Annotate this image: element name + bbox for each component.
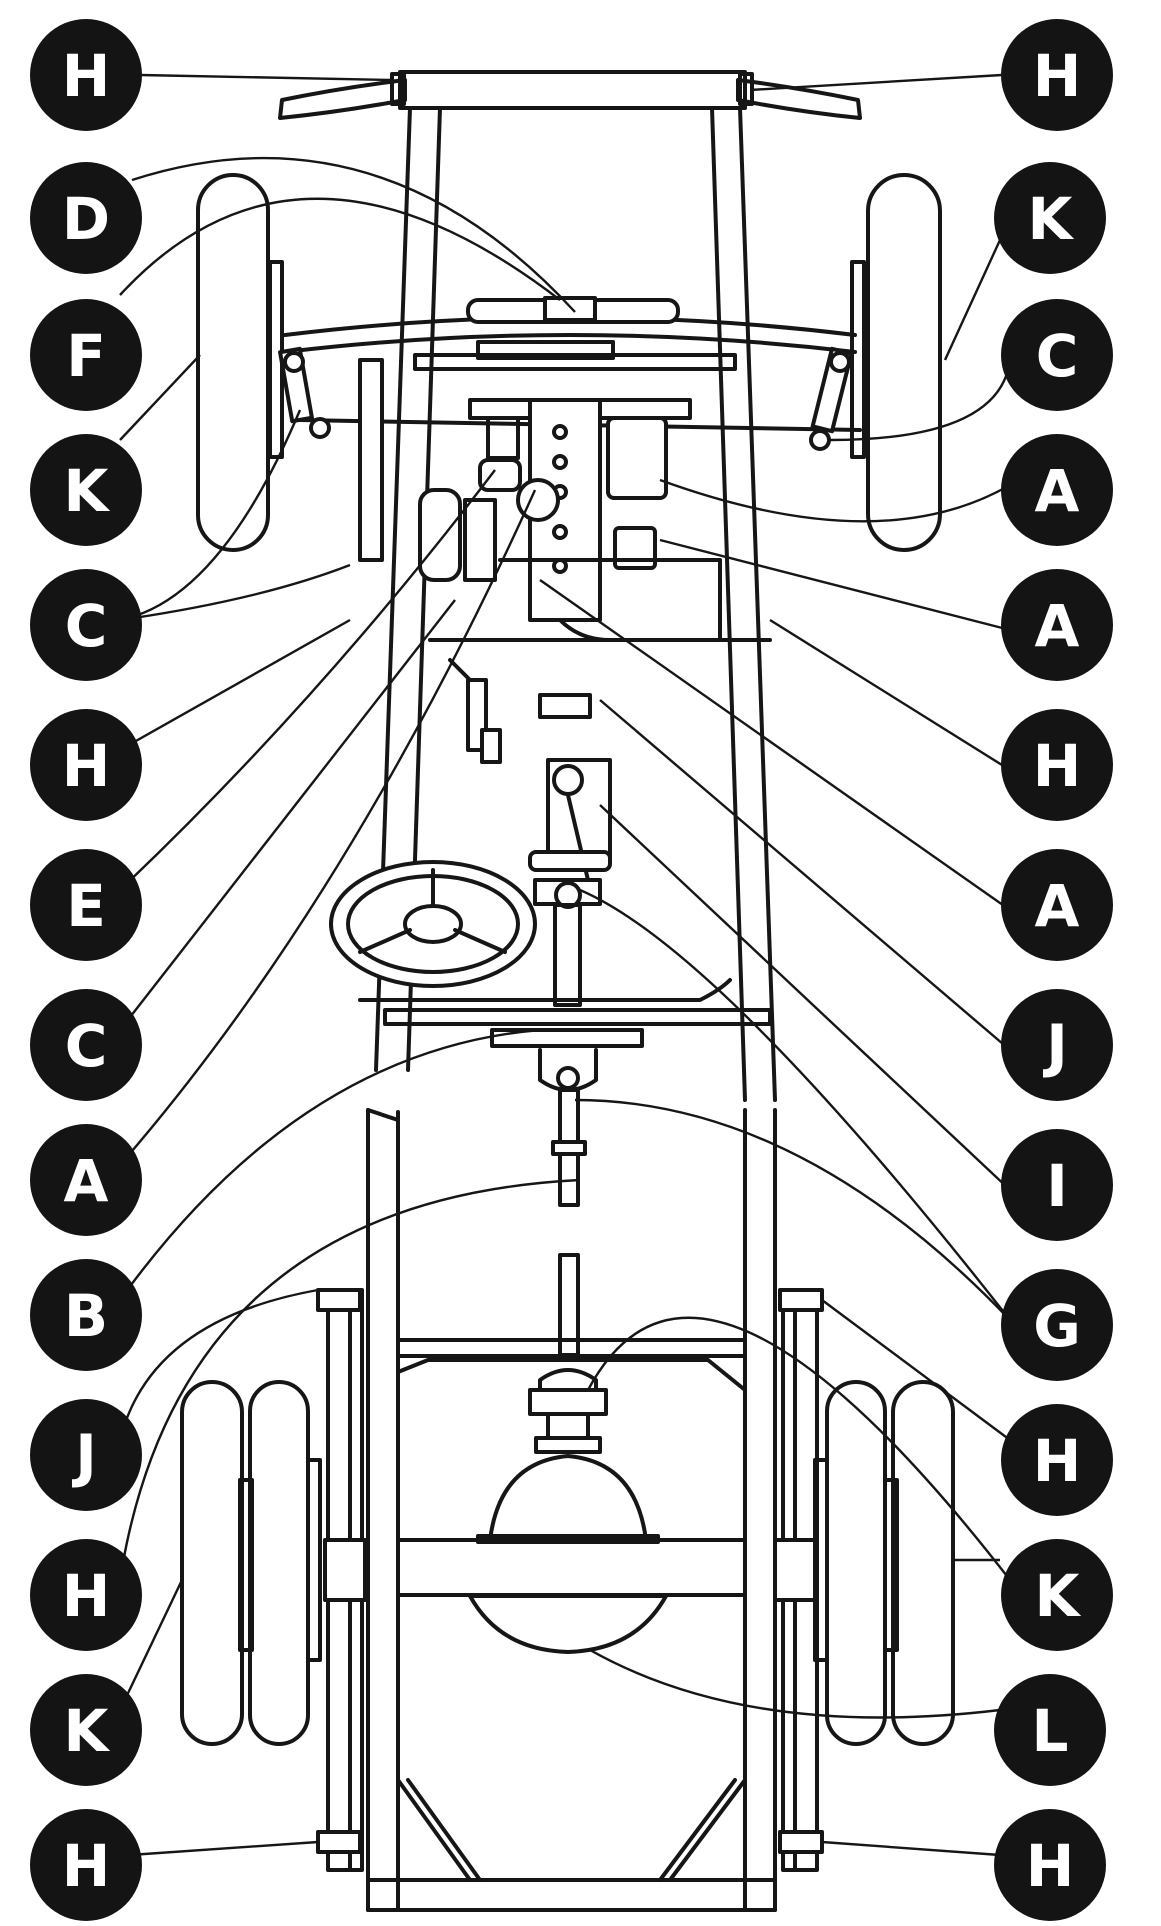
callout-left-8: C <box>30 989 142 1101</box>
callout-letter: A <box>64 1147 109 1215</box>
callout-right-8: J <box>1001 989 1113 1101</box>
callout-letter: H <box>62 42 111 110</box>
callout-right-12: K <box>1001 1539 1113 1651</box>
front-wheel-right <box>809 173 942 552</box>
callout-letter: F <box>66 322 106 390</box>
rear-wheel-right <box>813 1380 955 1746</box>
callout-letter: C <box>65 592 108 660</box>
callout-left-12: H <box>30 1539 142 1651</box>
callout-letter: H <box>62 1832 111 1900</box>
callout-right-2: K <box>994 162 1106 274</box>
callout-right-1: H <box>1001 19 1113 131</box>
callout-letter: J <box>1042 1012 1068 1080</box>
steering-wheel-assembly <box>329 658 732 1007</box>
leader-lines <box>118 73 1012 1857</box>
callout-left-4: K <box>30 434 142 546</box>
callout-letter: K <box>1028 185 1075 253</box>
rear-wheel-left <box>180 1380 322 1746</box>
front-wheel-left <box>196 173 384 562</box>
callout-letter: K <box>64 1697 111 1765</box>
callout-right-6: H <box>1001 709 1113 821</box>
callout-left-6: H <box>30 709 142 821</box>
callout-right-7: A <box>1001 849 1113 961</box>
callout-letter: H <box>1033 732 1082 800</box>
callout-left-9: A <box>30 1124 142 1236</box>
callout-letter: J <box>71 1422 97 1490</box>
callout-letter: H <box>1026 1832 1075 1900</box>
callout-left-13: K <box>30 1674 142 1786</box>
callout-left-10: B <box>30 1259 142 1371</box>
callout-right-14: H <box>994 1809 1106 1921</box>
callout-right-10: G <box>1001 1269 1113 1381</box>
callout-letter: K <box>1035 1562 1082 1630</box>
callout-letter: A <box>1035 872 1080 940</box>
callout-left-7: E <box>30 849 142 961</box>
callout-left-2: D <box>30 162 142 274</box>
callout-right-9: I <box>1001 1129 1113 1241</box>
callout-right-3: C <box>1001 299 1113 411</box>
callout-left-3: F <box>30 299 142 411</box>
callout-letter: L <box>1032 1697 1069 1765</box>
callout-left-5: C <box>30 569 142 681</box>
callout-left-1: H <box>30 19 142 131</box>
callout-left-11: J <box>30 1399 142 1511</box>
callout-right-13: L <box>994 1674 1106 1786</box>
callout-left-14: H <box>30 1809 142 1921</box>
callout-letter: B <box>64 1282 108 1350</box>
callout-letter: D <box>62 185 110 253</box>
callout-letter: C <box>1036 322 1079 390</box>
callout-letter: G <box>1033 1292 1081 1360</box>
callout-letter: H <box>1033 1427 1082 1495</box>
callout-letter: C <box>65 1012 108 1080</box>
rear-differential <box>468 1368 668 1654</box>
callout-right-4: A <box>1001 434 1113 546</box>
callout-letter: E <box>66 872 106 940</box>
callout-letter: H <box>1033 42 1082 110</box>
callout-right-11: H <box>1001 1404 1113 1516</box>
callout-right-5: A <box>1001 569 1113 681</box>
rear-frame <box>366 1108 777 1912</box>
callout-letter: H <box>62 1562 111 1630</box>
callout-letter: A <box>1035 592 1080 660</box>
callout-letter: H <box>62 732 111 800</box>
callout-letter: I <box>1046 1152 1068 1220</box>
callout-letter: K <box>64 457 111 525</box>
callout-letter: A <box>1035 457 1080 525</box>
rear-springs <box>316 1288 824 1872</box>
steering-unit-upper <box>418 296 772 642</box>
